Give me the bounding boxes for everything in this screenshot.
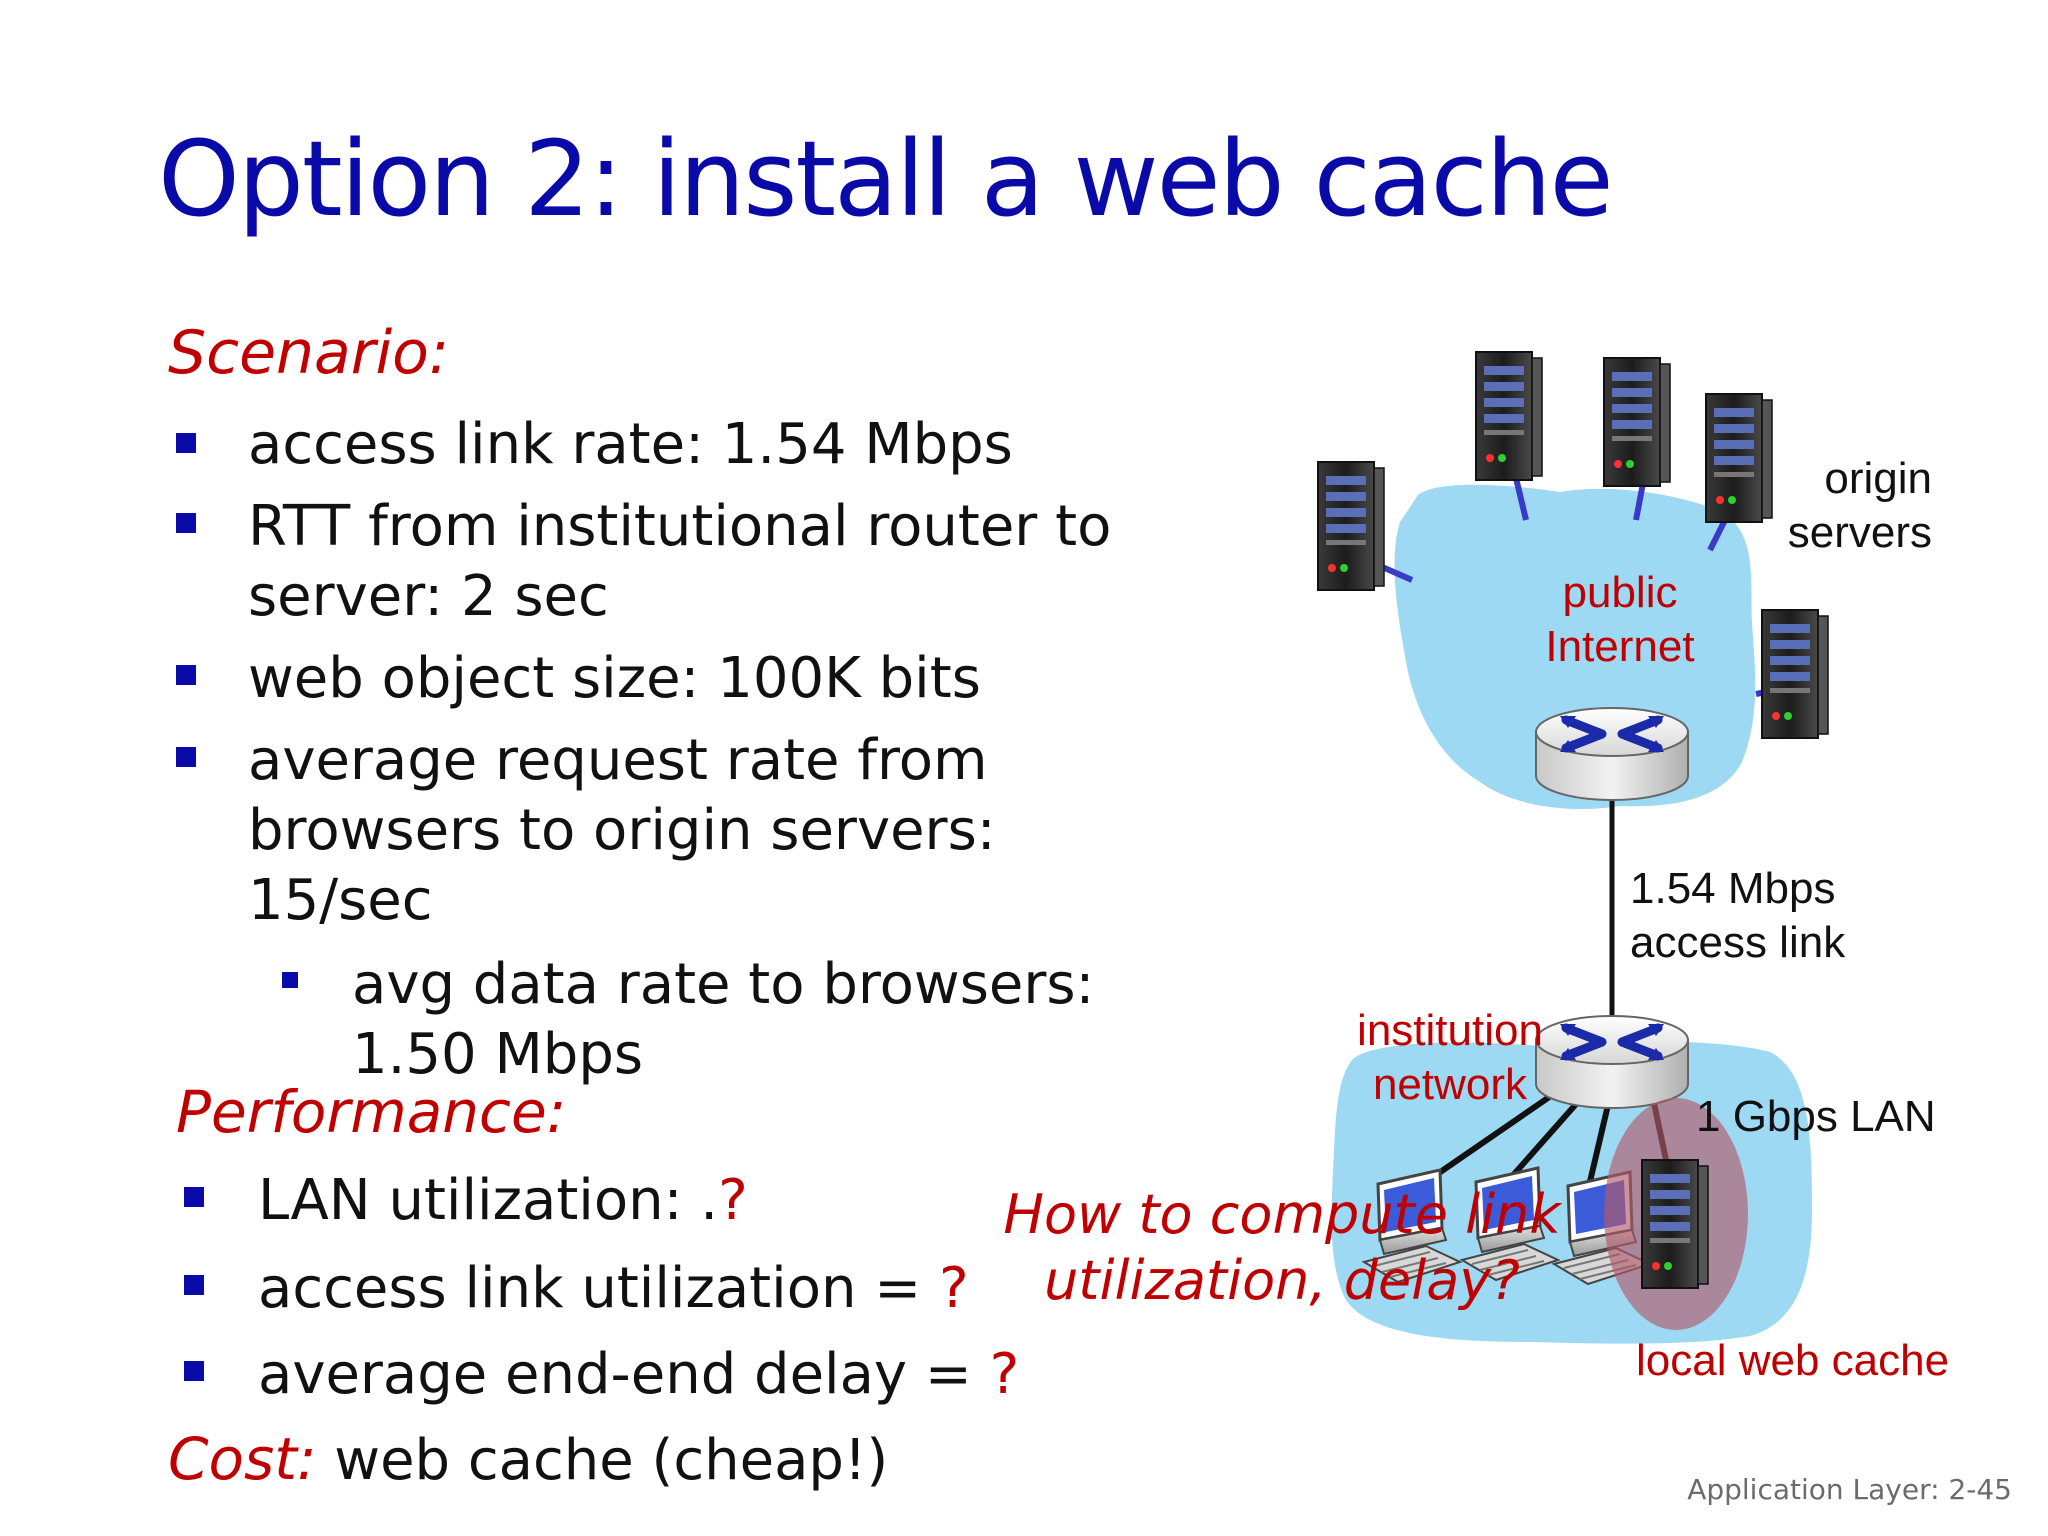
slide-title: Option 2: install a web cache xyxy=(158,118,1614,240)
performance-heading: Performance: xyxy=(176,1078,567,1146)
institutional-network-label: institution network xyxy=(1357,1006,1543,1109)
origin-server-icon xyxy=(1761,609,1829,739)
link-utilization-question: How to compute link utilization, delay? xyxy=(1003,1183,1561,1312)
slide-footer: Application Layer: 2-45 xyxy=(1687,1473,2012,1506)
bullet-square-icon xyxy=(176,665,196,685)
origin-server-icon xyxy=(1317,461,1385,591)
scenario-bullet-3: web object size: 100K bits xyxy=(248,646,981,711)
cache-server-icon xyxy=(1641,1159,1709,1289)
public-internet-label: public Internet xyxy=(1545,568,1695,671)
bullet-square-icon xyxy=(176,747,196,767)
scenario-sub-bullet: avg data rate to browsers: 1.50 Mbps xyxy=(352,952,1095,1087)
performance-item-delay: average end-end delay = ? xyxy=(258,1342,1020,1407)
origin-servers-label: origin servers xyxy=(1787,454,1932,557)
bullet-square-icon xyxy=(176,433,196,453)
bullet-square-icon xyxy=(184,1275,204,1295)
scenario-bullet-2: RTT from institutional router to server:… xyxy=(248,494,1112,629)
sub-bullet-square-icon xyxy=(282,972,298,988)
scenario-bullet-4: average request rate from browsers to or… xyxy=(248,728,996,933)
lan-label: 1 Gbps LAN xyxy=(1696,1092,1936,1141)
scenario-bullet-1: access link rate: 1.54 Mbps xyxy=(248,412,1013,477)
institutional-router-icon xyxy=(1536,1016,1688,1108)
gateway-router-icon xyxy=(1536,708,1688,800)
origin-server-icon xyxy=(1475,351,1543,481)
performance-item-access: access link utilization = ? xyxy=(258,1256,969,1321)
scenario-heading: Scenario: xyxy=(168,318,450,388)
performance-item-lan: LAN utilization: .? xyxy=(258,1168,748,1233)
bullet-square-icon xyxy=(176,513,196,533)
cost-line: Cost: web cache (cheap!) xyxy=(168,1425,889,1493)
origin-server-icon xyxy=(1603,357,1671,487)
bullet-square-icon xyxy=(184,1361,204,1381)
local-web-cache-label: local web cache xyxy=(1636,1336,1950,1385)
access-link-label: 1.54 Mbps access link xyxy=(1630,864,1846,967)
bullet-square-icon xyxy=(184,1187,204,1207)
